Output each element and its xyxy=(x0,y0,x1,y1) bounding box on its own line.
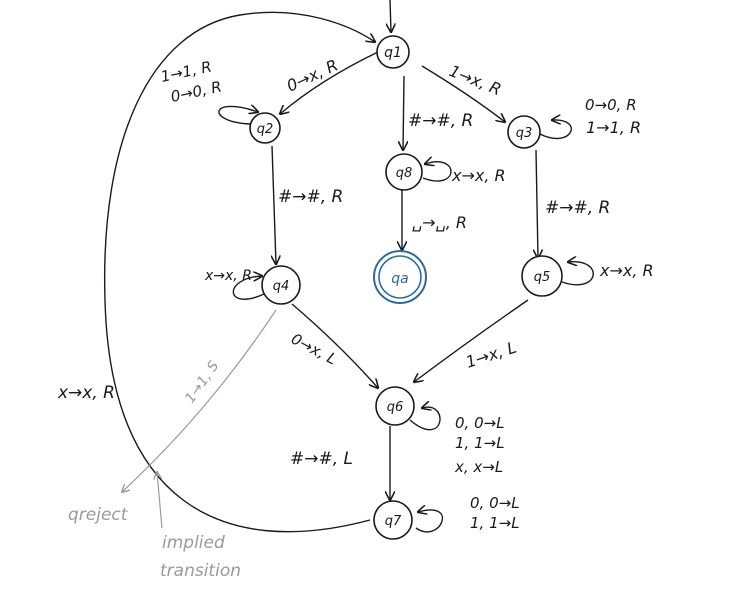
edge-q1-q3 xyxy=(421,65,505,122)
implied-pointer xyxy=(157,472,163,529)
label-q1-q3: 1→x, R xyxy=(447,61,505,99)
state-q4[interactable]: q4 xyxy=(261,265,301,305)
edge-q3-q5 xyxy=(536,149,538,258)
edge-q7-loop xyxy=(415,510,444,533)
label-q8-loop: x→x, R xyxy=(451,166,506,185)
note-qreject: qreject xyxy=(68,505,129,525)
state-q5[interactable]: q5 xyxy=(521,255,563,297)
label-q7-loop-a: 0, 0→L xyxy=(470,494,520,512)
state-q2[interactable]: q2 xyxy=(249,112,281,144)
state-q4-label: q4 xyxy=(273,279,290,294)
edge-q4-q6 xyxy=(291,303,378,388)
label-q6-q7: #→#, L xyxy=(290,449,353,469)
state-q1-label: q1 xyxy=(384,45,402,61)
state-q1[interactable]: q1 xyxy=(376,35,410,69)
note-implied-line2: transition xyxy=(160,561,241,581)
edge-q8-loop xyxy=(423,162,452,182)
edge-q1-q2 xyxy=(280,51,379,114)
edge-q2-q4 xyxy=(272,145,276,264)
state-q5-label: q5 xyxy=(534,270,551,285)
edge-q4-loop xyxy=(232,276,265,300)
state-qa-label: qa xyxy=(391,271,408,287)
start-arrow xyxy=(390,0,391,32)
label-q3-loop-a: 0→0, R xyxy=(585,96,637,114)
label-q5-loop: x→x, R xyxy=(599,261,654,280)
label-q1-q8: #→#, R xyxy=(408,111,473,131)
edge-q5-q6 xyxy=(414,299,529,382)
edge-q7-q1 xyxy=(103,11,375,533)
label-q8-qa: ␣→␣, R xyxy=(412,213,467,232)
note-implied-line1: implied xyxy=(162,533,225,553)
label-q2-q4: #→#, R xyxy=(278,187,343,207)
label-q5-q6: 1→x, L xyxy=(463,338,518,372)
label-q3-loop-b: 1→1, R xyxy=(586,118,641,137)
state-q7-label: q7 xyxy=(385,514,402,529)
edge-q6-loop xyxy=(409,407,441,431)
edge-q2-loop xyxy=(218,106,258,125)
label-q6-loop-b: 1, 1→L xyxy=(455,434,505,452)
state-q7[interactable]: q7 xyxy=(373,500,413,540)
edge-q1-q8 xyxy=(403,75,404,150)
state-q8[interactable]: q8 xyxy=(385,153,423,191)
label-q7-q1: x→x, R xyxy=(57,383,115,403)
label-q6-loop-c: x, x→L xyxy=(454,458,503,476)
edge-q3-loop xyxy=(539,120,572,140)
state-qa[interactable]: qa xyxy=(373,250,427,304)
label-q4-reject: 1→1, S xyxy=(182,358,222,406)
label-q4-loop: x→x, R xyxy=(204,268,252,284)
state-q8-label: q8 xyxy=(396,166,413,181)
state-q6[interactable]: q6 xyxy=(375,386,415,426)
state-q3[interactable]: q3 xyxy=(507,115,541,149)
edge-q5-loop xyxy=(561,262,594,286)
label-q6-loop-a: 0, 0→L xyxy=(455,414,505,432)
edge-q4-reject xyxy=(122,309,277,492)
state-q6-label: q6 xyxy=(387,400,404,415)
label-q7-loop-b: 1, 1→L xyxy=(470,514,520,532)
label-q3-q5: #→#, R xyxy=(545,198,610,218)
state-q2-label: q2 xyxy=(257,122,274,137)
label-q4-q6: 0→x, L xyxy=(288,330,340,369)
state-q3-label: q3 xyxy=(516,126,533,141)
